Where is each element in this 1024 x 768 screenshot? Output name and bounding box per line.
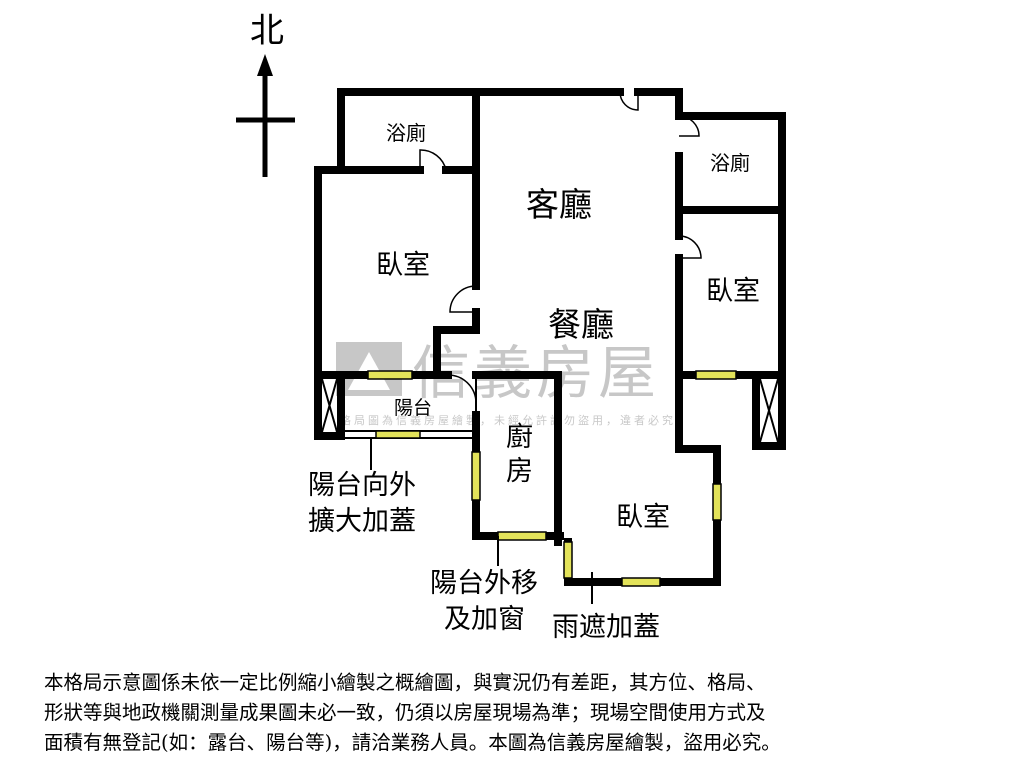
- note-balcony-extension-line2: 擴大加蓋: [308, 506, 416, 537]
- door-swing-icon: [449, 285, 477, 313]
- door-swing-icon: [447, 374, 477, 404]
- disclaimer-text: 本格局示意圖係未依一定比例縮小繪製之概繪圖，與實況仍有差距，其方位、格局、 形狀…: [44, 668, 994, 758]
- window-icon: [471, 451, 481, 501]
- door-swing-icon: [619, 91, 639, 111]
- note-balcony-extension-line1: 陽台向外: [308, 470, 416, 501]
- watermark: 信義房屋 格局圖為信義房屋繪製，未經允許請勿盜用，違者必究: [336, 339, 676, 427]
- room-kitchen-line1: 廚: [506, 422, 533, 453]
- room-living-room: 客廳: [526, 185, 592, 224]
- door-swing-icon: [678, 115, 700, 137]
- note-awning: 雨遮加蓋: [552, 612, 660, 643]
- north-label: 北: [250, 11, 284, 51]
- window-icon: [695, 370, 737, 380]
- door-swing-icon: [678, 235, 702, 259]
- doors: [419, 91, 702, 404]
- room-bathroom-east: 浴廁: [710, 151, 750, 175]
- room-bedroom-west: 臥室: [376, 250, 430, 281]
- closet-west-icon: [321, 378, 338, 433]
- window-icon: [497, 531, 547, 541]
- window-icon: [563, 541, 573, 579]
- closet-east-icon: [759, 378, 779, 443]
- note-balcony-moved-line1: 陽台外移: [430, 568, 538, 599]
- room-bedroom-east: 臥室: [706, 276, 760, 307]
- room-bathroom-west: 浴廁: [386, 121, 426, 145]
- disclaimer-line-1: 本格局示意圖係未依一定比例縮小繪製之概繪圖，與實況仍有差距，其方位、格局、: [44, 671, 766, 694]
- compass: 北: [236, 11, 295, 177]
- windows: [367, 370, 737, 587]
- walls: [314, 88, 786, 586]
- window-icon: [375, 430, 421, 439]
- north-arrow-icon: [257, 54, 273, 76]
- window-icon: [712, 483, 722, 521]
- note-balcony-moved-line2: 及加窗: [444, 604, 525, 635]
- room-dining-room: 餐廳: [548, 305, 614, 344]
- room-balcony: 陽台: [394, 397, 432, 419]
- annotation-leaders: [370, 438, 593, 604]
- room-bedroom-south: 臥室: [616, 502, 670, 533]
- door-swing-icon: [419, 149, 447, 171]
- window-icon: [621, 577, 661, 587]
- watermark-notice: 格局圖為信義房屋繪製，未經允許請勿盜用，違者必究: [340, 413, 676, 427]
- room-kitchen-line2: 房: [506, 456, 533, 487]
- disclaimer-line-2: 形狀等與地政機關測量成果圖未必一致，仍須以房屋現場為準；現場空間使用方式及: [44, 701, 766, 724]
- window-icon: [367, 370, 413, 380]
- disclaimer-line-3: 面積有無登記(如：露台、陽台等)，請洽業務人員。本圖為信義房屋繪製，盜用必究。: [44, 731, 781, 754]
